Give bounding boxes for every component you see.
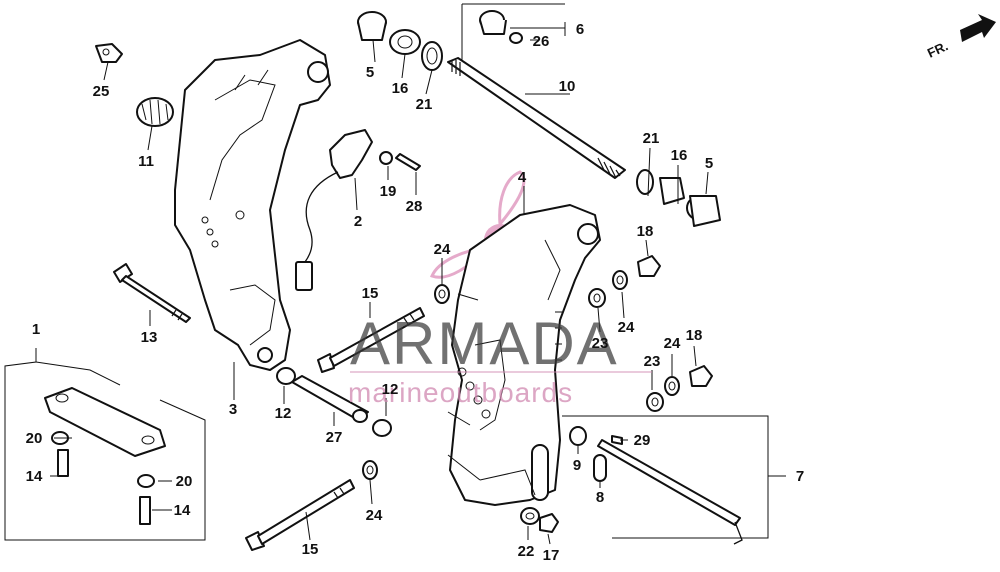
- part-label: 29: [634, 432, 651, 449]
- part-label: 24: [618, 319, 635, 336]
- part-label: 5: [705, 155, 713, 172]
- part-label: 9: [573, 457, 581, 474]
- part-label: 5: [366, 64, 374, 81]
- part-label: 15: [302, 541, 319, 558]
- bolt-15-lower: [245, 479, 355, 551]
- part-label: 16: [671, 147, 688, 164]
- swivel-bracket-right: [449, 204, 601, 506]
- part-label: 14: [26, 468, 43, 485]
- part-label: 23: [644, 353, 661, 370]
- part-label: 25: [93, 83, 110, 100]
- tilt-tube-bushing-top: [357, 11, 443, 71]
- part-label: 18: [637, 223, 654, 240]
- part-label: 3: [229, 401, 237, 418]
- direction-label: FR.: [925, 38, 950, 60]
- washer-22: [520, 507, 540, 525]
- washer-24-d: [362, 460, 378, 480]
- part-label: 28: [406, 198, 423, 215]
- part-label: 17: [543, 547, 560, 564]
- tilt-switch: [295, 129, 421, 291]
- bolt-15-upper: [317, 307, 425, 373]
- bushing-set-6: [461, 3, 565, 60]
- watermark-tagline: marineoutboards: [348, 377, 573, 408]
- part-label: 23: [592, 335, 609, 352]
- part-label: 24: [434, 241, 451, 258]
- part-label: 8: [596, 489, 604, 506]
- part-label: 19: [380, 183, 397, 200]
- part-label: 27: [326, 429, 343, 446]
- part-label: 12: [275, 405, 292, 422]
- washer-24-c: [664, 376, 680, 396]
- tilt-tube: [447, 57, 626, 179]
- swivel-bracket-left: [174, 39, 331, 371]
- part-label: 10: [559, 78, 576, 95]
- part-label: 20: [26, 430, 43, 447]
- bushing-12-right: [372, 419, 392, 437]
- part-number-labels: 5 16 21 6 26 10 25 11 19 28 2 21 16 5 4 …: [26, 21, 805, 564]
- part-label: 24: [366, 507, 383, 524]
- washer-24-a: [434, 284, 450, 304]
- part-label: 12: [382, 381, 399, 398]
- part-label: 13: [141, 329, 158, 346]
- leader-lines: [50, 22, 786, 545]
- part-label: 22: [518, 543, 535, 560]
- bolt-13: [113, 263, 191, 323]
- part-label: 4: [518, 169, 527, 186]
- bushing-12-left: [276, 367, 296, 385]
- stay-bracket-group: [4, 348, 206, 541]
- part-label: 20: [176, 473, 193, 490]
- part-label: 11: [138, 153, 154, 170]
- front-direction-arrow-icon: FR.: [925, 14, 996, 61]
- washer-23-b: [646, 392, 664, 412]
- washer-24-b: [612, 270, 628, 290]
- part-label: 21: [416, 96, 433, 113]
- part-label: 15: [362, 285, 379, 302]
- part-label: 16: [392, 80, 409, 97]
- part-label: 21: [643, 130, 660, 147]
- tilt-lock-rod-group: [562, 415, 769, 545]
- clip-part-25: [95, 43, 123, 63]
- nut-18-b: [689, 365, 713, 387]
- part-label: 6: [576, 21, 584, 38]
- part-label: 7: [796, 468, 804, 485]
- part-label: 2: [354, 213, 362, 230]
- part-label: 14: [174, 502, 191, 519]
- part-label: 1: [32, 321, 40, 338]
- collar-27: [291, 375, 369, 423]
- watermark-brand: ARMADA: [350, 310, 619, 377]
- part-label: 26: [533, 33, 550, 50]
- washer-23-a: [588, 288, 606, 308]
- nut-17: [539, 513, 559, 533]
- knurled-bushing-11: [136, 97, 174, 127]
- part-label: 24: [664, 335, 681, 352]
- nut-18-a: [637, 255, 661, 277]
- part-label: 18: [686, 327, 703, 344]
